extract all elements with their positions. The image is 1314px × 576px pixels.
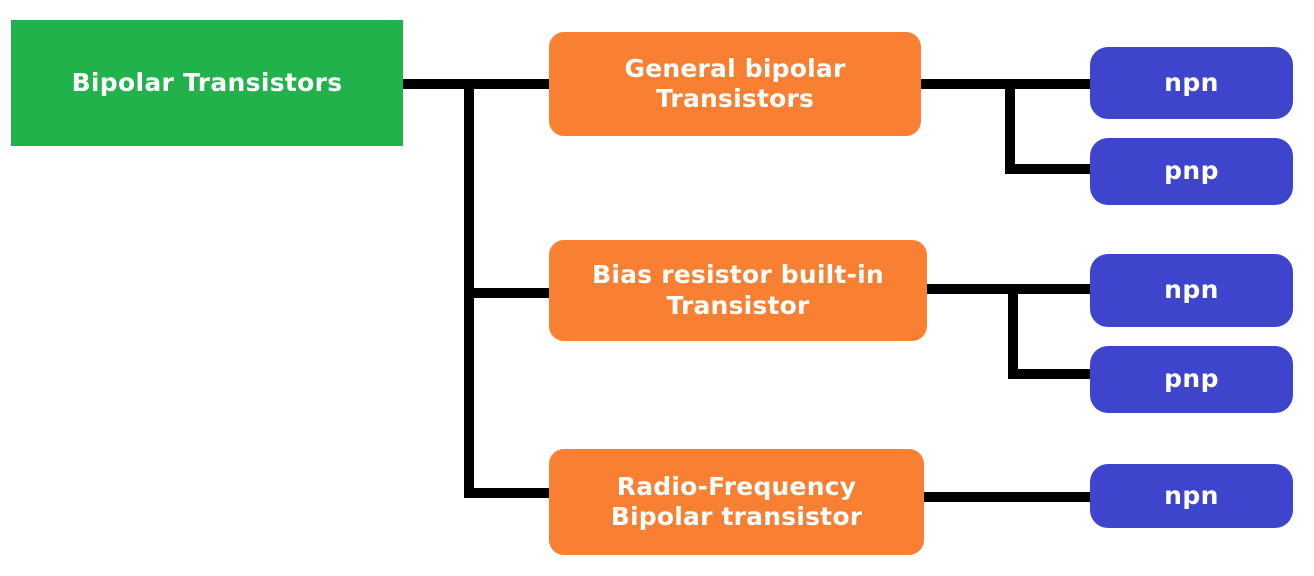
node-category-radio-frequency-bipolar-transistor[interactable]: Radio-Frequency Bipolar transistor bbox=[549, 449, 924, 555]
edge-category-1-to-npn bbox=[1005, 79, 1100, 89]
node-leaf-bias-resistor-pnp-label: pnp bbox=[1164, 364, 1219, 394]
edge-category-2-to-npn bbox=[1008, 284, 1100, 294]
edge-trunk-to-category-1 bbox=[464, 79, 559, 89]
node-leaf-general-pnp[interactable]: pnp bbox=[1090, 138, 1293, 205]
node-category-1-label: General bipolar Transistors bbox=[624, 53, 846, 114]
edge-category-1-riser bbox=[1005, 79, 1015, 174]
edge-category-2-to-pnp bbox=[1008, 369, 1100, 379]
edge-category-1-to-pnp bbox=[1005, 164, 1100, 174]
node-leaf-radio-frequency-npn-label: npn bbox=[1164, 480, 1219, 510]
node-category-bias-resistor-built-in-transistor[interactable]: Bias resistor built-in Transistor bbox=[549, 240, 927, 341]
node-category-general-bipolar-transistors[interactable]: General bipolar Transistors bbox=[549, 32, 921, 136]
edge-trunk-to-category-3 bbox=[464, 488, 559, 498]
edge-category-3-to-npn bbox=[920, 492, 1100, 502]
node-category-3-label: Radio-Frequency Bipolar transistor bbox=[610, 471, 863, 532]
edge-category-2-riser bbox=[1008, 284, 1018, 379]
node-root-label: Bipolar Transistors bbox=[71, 67, 343, 97]
node-category-2-label: Bias resistor built-in Transistor bbox=[592, 260, 884, 320]
node-leaf-bias-resistor-pnp[interactable]: pnp bbox=[1090, 346, 1293, 413]
edge-category-2-stem bbox=[920, 284, 1018, 294]
node-leaf-bias-resistor-npn-label: npn bbox=[1164, 275, 1219, 305]
edge-trunk-to-category-2 bbox=[464, 288, 559, 298]
node-leaf-radio-frequency-npn[interactable]: npn bbox=[1090, 464, 1293, 528]
node-leaf-general-npn-label: npn bbox=[1164, 67, 1219, 97]
edge-category-1-stem bbox=[915, 79, 1015, 89]
node-leaf-bias-resistor-npn[interactable]: npn bbox=[1090, 254, 1293, 327]
node-leaf-general-pnp-label: pnp bbox=[1164, 156, 1219, 186]
node-root-bipolar-transistors[interactable]: Bipolar Transistors bbox=[11, 20, 403, 146]
node-leaf-general-npn[interactable]: npn bbox=[1090, 47, 1293, 119]
